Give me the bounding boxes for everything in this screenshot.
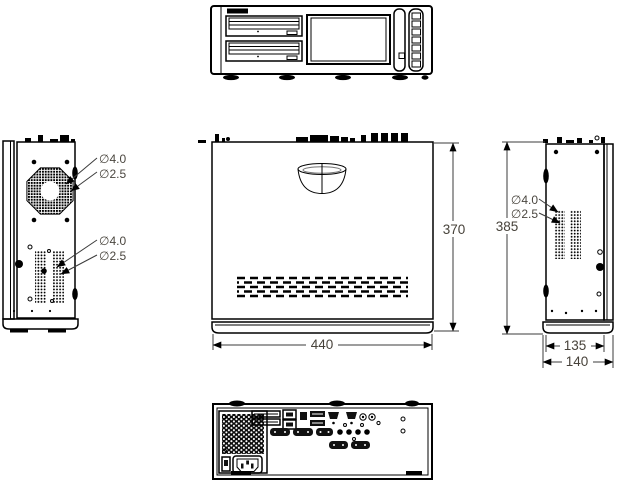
right-screw-holes	[550, 149, 600, 315]
dimension-370: 370	[434, 142, 468, 332]
rear-view	[212, 400, 433, 480]
dim-side-width-label: 135	[564, 338, 587, 353]
serial-ports-bottom	[329, 441, 370, 449]
left-front-bezel-strip	[2, 140, 15, 320]
drive-bay-1	[225, 15, 303, 37]
right-top-protrusions	[543, 137, 605, 143]
eject-button	[286, 30, 298, 35]
hole-callout-outer: ∅4.0	[99, 152, 126, 166]
ethernet-ports	[282, 409, 297, 430]
dimension-135: 135	[545, 335, 605, 353]
front-badge	[227, 8, 248, 14]
right-edge-bump	[543, 284, 549, 298]
right-callout: ∅4.0 ∅2.5	[511, 193, 561, 224]
dim-depth-label: 370	[443, 222, 466, 237]
display-ports	[328, 412, 357, 425]
top-panel	[211, 141, 434, 320]
left-foot	[48, 328, 66, 333]
front-feet	[223, 74, 429, 81]
left-side-view: ∅4.0 ∅2.5 ∅4.0 ∅2.5	[2, 135, 126, 333]
dimension-140: 140	[542, 335, 614, 369]
left-upper-callout: ∅4.0 ∅2.5	[65, 152, 126, 192]
dim-overall-depth-label: 385	[496, 219, 519, 234]
hole-callout-inner: ∅2.5	[99, 249, 126, 263]
left-foot	[10, 328, 28, 333]
power-switch	[221, 456, 231, 472]
hole-callout-outer: ∅4.0	[99, 234, 126, 248]
right-vent-strips	[554, 210, 581, 259]
hole-callout-outer: ∅4.0	[511, 193, 538, 207]
left-screw-holes	[31, 159, 70, 223]
top-rear-protrusions	[198, 133, 408, 143]
dim-width-label: 440	[311, 337, 334, 352]
left-edge-bump	[72, 288, 78, 300]
io-port-square	[300, 412, 307, 420]
left-panel	[16, 141, 76, 319]
front-view	[210, 5, 433, 81]
power-inlet	[232, 455, 263, 474]
right-front-bezel-strip	[603, 143, 614, 321]
right-bottom-band	[542, 321, 614, 334]
rear-foot-mark	[406, 471, 422, 476]
front-button-stack	[411, 12, 421, 68]
drive-bay-2	[225, 40, 303, 62]
dim-overall-side-width-label: 140	[566, 354, 589, 369]
expansion-slot-covers	[251, 410, 281, 426]
top-front-bezel-band	[211, 321, 434, 334]
right-side-view: ∅4.0 ∅2.5	[511, 135, 614, 334]
hole-callout-inner: ∅2.5	[99, 167, 126, 181]
right-edge-bump	[543, 168, 549, 184]
dimension-440: 440	[212, 334, 433, 352]
psu	[218, 410, 268, 474]
left-lower-callout: ∅4.0 ∅2.5	[56, 234, 126, 275]
psu-grille	[222, 414, 264, 454]
left-lower-holes	[12, 244, 54, 313]
left-top-protrusions	[25, 135, 75, 142]
right-top-hole	[594, 135, 600, 141]
lcd-panel	[306, 14, 391, 65]
top-dome	[297, 163, 347, 195]
top-vent-slots	[237, 276, 408, 298]
fan-grille	[26, 167, 74, 215]
jack-cluster	[337, 416, 406, 441]
left-vent-strips	[35, 251, 64, 303]
hole-callout-inner: ∅2.5	[511, 207, 538, 221]
eject-button	[286, 55, 298, 60]
right-side-holes	[596, 249, 604, 297]
audio-jacks	[359, 413, 381, 426]
left-bottom-band	[2, 318, 79, 330]
dimension-385: 385	[493, 141, 545, 335]
serial-ports-row	[270, 428, 333, 436]
front-control-column	[393, 8, 424, 72]
usb-ports	[310, 411, 325, 426]
front-button-small	[398, 52, 405, 59]
top-view	[198, 133, 434, 334]
